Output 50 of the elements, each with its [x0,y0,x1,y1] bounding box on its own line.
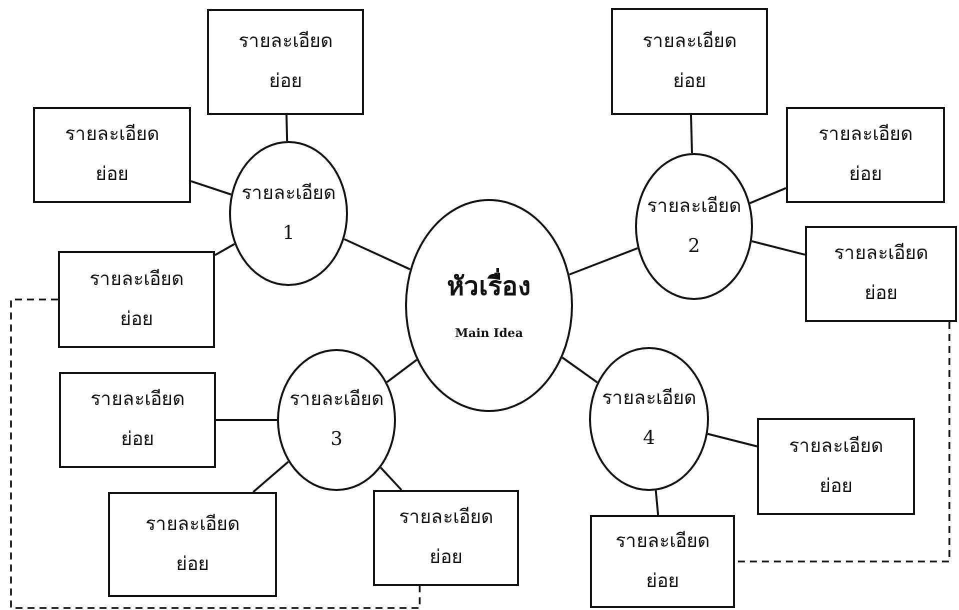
node-label: รายละเอียด ย่อย [90,266,184,332]
connector-line [380,466,402,491]
detail-ellipse [277,349,396,491]
sub-detail-box [59,372,216,468]
detail-ellipse [589,347,709,491]
connector-line [286,114,288,142]
connector-line [707,432,758,448]
dashed-connector [10,298,421,609]
sub-detail-box [757,418,915,515]
node-label: รายละเอียด ย่อย [238,29,332,94]
sub-detail-box [590,515,735,608]
sub-detail-box [207,9,364,115]
connector-line [690,114,693,154]
node-label: รายละเอียด 1 [242,180,336,246]
subtitle-text: Main Idea [455,326,523,340]
node-label: รายละเอียด ย่อย [65,122,159,187]
sub-detail-box [108,492,277,597]
sub-detail-box [805,226,957,322]
connector-line [654,490,660,516]
node-label: รายละเอียด ย่อย [399,505,493,570]
node-label: รายละเอียด ย่อย [789,434,883,498]
sub-detail-box [33,107,191,203]
node-label: รายละเอียด 3 [290,387,384,452]
node-label: รายละเอียด ย่อย [642,28,736,94]
connector-line [562,356,598,384]
node-label: รายละเอียด ย่อย [616,528,710,594]
connector-line [750,187,786,204]
sub-detail-box [58,251,215,348]
node-label: รายละเอียด 2 [647,194,741,258]
connector-line [214,243,235,256]
detail-ellipse [229,141,348,286]
connector-line [569,247,638,276]
connector-line [216,419,277,421]
node-label: รายละเอียด ย่อย [146,512,240,576]
node-label: รายละเอียด 4 [602,386,696,451]
sub-detail-box [786,107,945,203]
connector-line [344,238,410,270]
connector-line [386,359,418,383]
connector-line [252,460,289,493]
node-label: รายละเอียด ย่อย [818,122,912,187]
topic-text: หัวเรื่อง [447,270,531,304]
main-idea-ellipse [405,199,573,412]
connector-line [752,240,806,256]
sub-detail-box [611,8,768,115]
node-label: รายละเอียด ย่อย [90,387,184,452]
connector-line [190,180,232,196]
sub-detail-box [373,490,519,586]
dashed-connector [735,322,950,562]
node-label: รายละเอียด ย่อย [834,241,928,306]
detail-ellipse [635,153,753,300]
